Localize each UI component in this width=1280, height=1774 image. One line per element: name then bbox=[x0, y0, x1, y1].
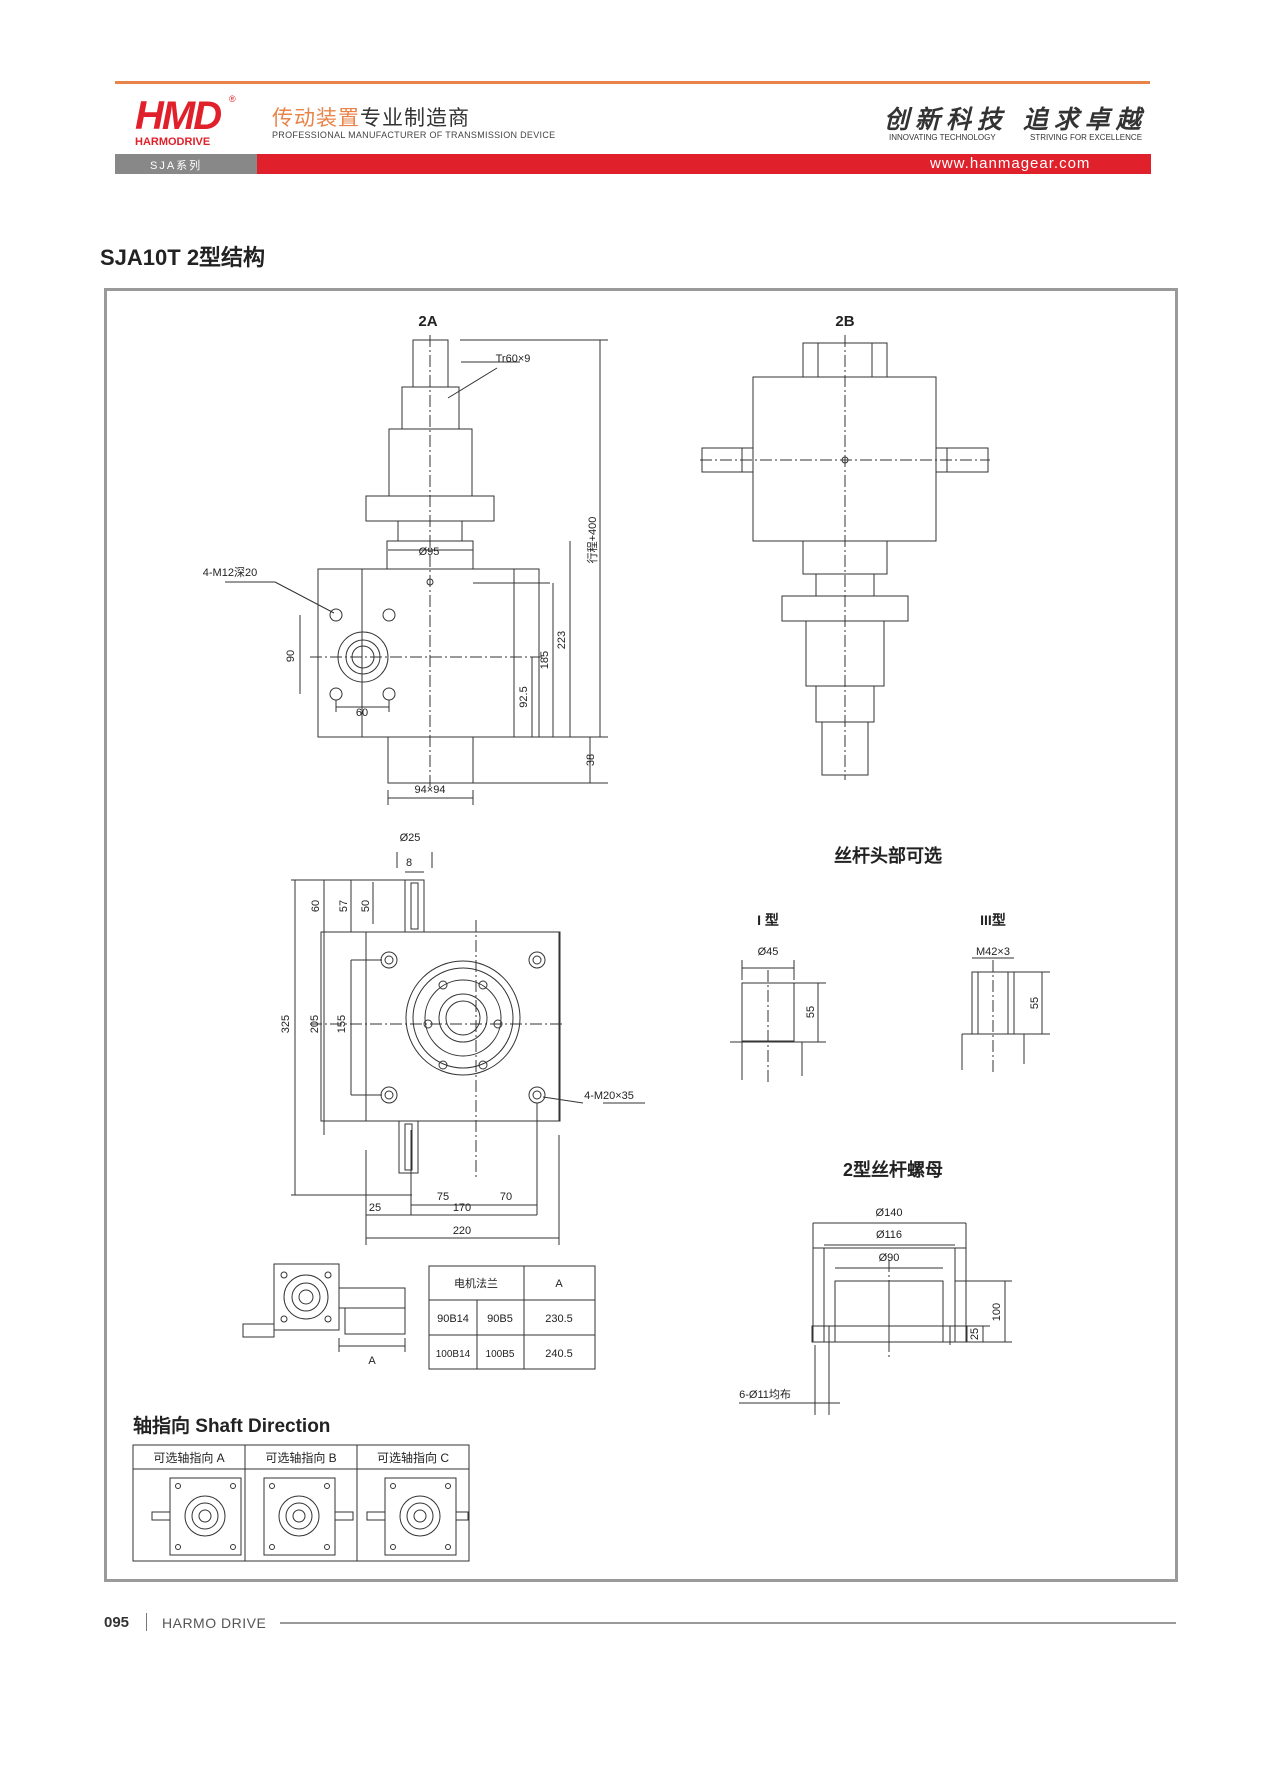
dim-50: 50 bbox=[360, 900, 372, 912]
nut-h25: 25 bbox=[969, 1328, 981, 1340]
registered-mark: ® bbox=[229, 94, 236, 104]
tagline-part-b: 专业制造商 bbox=[360, 107, 470, 130]
tagline-english: PROFESSIONAL MANUFACTURER OF TRANSMISSIO… bbox=[272, 130, 556, 140]
thread-label: Tr60×9 bbox=[496, 353, 531, 365]
shaft-dia-label: Ø25 bbox=[400, 832, 421, 844]
motto-english-1: INNOVATING TECHNOLOGY bbox=[889, 133, 996, 142]
nut-title: 2型丝杆螺母 bbox=[843, 1159, 943, 1180]
dim-220: 220 bbox=[453, 1225, 471, 1237]
dim-185: 185 bbox=[539, 651, 551, 669]
header-top-rule bbox=[115, 81, 1150, 84]
view-2a-title: 2A bbox=[418, 313, 437, 330]
drawing-frame bbox=[104, 288, 1178, 1582]
dim-170: 170 bbox=[453, 1202, 471, 1214]
motor-table: 电机法兰 A 90B14 90B5 230.5 100B14 100B5 240… bbox=[428, 1265, 596, 1370]
motor-table-header-a: A bbox=[555, 1278, 563, 1290]
motor-table-cell: 230.5 bbox=[545, 1313, 573, 1325]
page-number: 095 bbox=[104, 1614, 130, 1631]
harmodrive-logo: HMD HARMODRIVE ® bbox=[135, 94, 240, 148]
motor-table-cell: 90B14 bbox=[437, 1313, 469, 1325]
view-2a: 2A bbox=[203, 313, 608, 805]
screw-nut: 2型丝杆螺母 Ø140 Ø116 Ø90 100 25 6-Ø11均布 bbox=[739, 1159, 1012, 1415]
dim-90: 90 bbox=[285, 650, 297, 662]
plan-view: Ø25 8 60 57 50 325 205 155 4-M20×35 75 7… bbox=[280, 832, 645, 1245]
type-1-dia: Ø45 bbox=[758, 946, 779, 958]
screw-head-title: 丝杆头部可选 bbox=[834, 845, 942, 866]
type-3-label: III型 bbox=[980, 912, 1006, 928]
dim-70: 70 bbox=[500, 1191, 512, 1203]
website-bar bbox=[257, 154, 1151, 174]
logo-mark: HMD bbox=[135, 94, 222, 138]
motor-table-cell: 100B5 bbox=[486, 1349, 515, 1360]
series-bar bbox=[115, 154, 257, 174]
motor-table-cell: 100B14 bbox=[436, 1349, 471, 1360]
plan-holes-label: 4-M20×35 bbox=[584, 1090, 634, 1102]
motor-table-header-flange: 电机法兰 bbox=[454, 1276, 498, 1290]
motor-dim-a: A bbox=[368, 1355, 376, 1367]
dim-38: 38 bbox=[585, 754, 597, 766]
motto-english-2: STRIVING FOR EXCELLENCE bbox=[1030, 133, 1143, 142]
dim-92-5: 92.5 bbox=[518, 686, 530, 707]
tagline-part-a: 传动装置 bbox=[272, 107, 360, 130]
stroke-label: 行程+400 bbox=[586, 517, 599, 564]
dim-57: 57 bbox=[338, 900, 350, 912]
flange-dia-label: Ø95 bbox=[419, 546, 440, 558]
dim-60-plan: 60 bbox=[310, 900, 322, 912]
footer-rule bbox=[280, 1622, 1176, 1624]
shaft-direction-title: 轴指向 Shaft Direction bbox=[133, 1414, 330, 1437]
page-title: SJA10T 2型结构 bbox=[100, 245, 266, 270]
nut-d116: Ø116 bbox=[876, 1229, 902, 1241]
type-3-thread: M42×3 bbox=[976, 946, 1010, 958]
dim-325: 325 bbox=[280, 1015, 292, 1033]
shaft-direction: 轴指向 Shaft Direction 可选轴指向 A 可选轴指向 B 可选轴指… bbox=[132, 1414, 470, 1562]
dim-205: 205 bbox=[309, 1015, 321, 1033]
shaft-option-b: 可选轴指向 B bbox=[265, 1450, 336, 1465]
nut-d90: Ø90 bbox=[879, 1252, 900, 1264]
footer-brand: HARMO DRIVE bbox=[162, 1615, 267, 1631]
dim-25-plan: 25 bbox=[369, 1202, 381, 1214]
motor-flange-sketch: A bbox=[242, 1263, 406, 1367]
type-3-length: 55 bbox=[1029, 997, 1041, 1009]
website-link[interactable]: www.hanmagear.com bbox=[930, 155, 1091, 172]
shaft-option-a: 可选轴指向 A bbox=[153, 1450, 224, 1465]
footer-divider bbox=[146, 1613, 147, 1631]
type-1-label: I 型 bbox=[757, 912, 779, 928]
view-2b: 2B bbox=[700, 313, 990, 780]
view-2b-title: 2B bbox=[835, 313, 854, 330]
screw-head-options: 丝杆头部可选 I 型 III型 Ø45 55 M42×3 55 bbox=[730, 845, 1050, 1085]
logo-wordmark: HARMODRIVE bbox=[135, 136, 211, 148]
mount-holes-label: 4-M12深20 bbox=[203, 566, 257, 579]
nut-h100: 100 bbox=[991, 1303, 1003, 1321]
motor-table-cell: 90B5 bbox=[487, 1313, 513, 1325]
key-width-label: 8 bbox=[406, 857, 412, 869]
nut-d140: Ø140 bbox=[876, 1207, 903, 1219]
dim-223: 223 bbox=[556, 631, 568, 649]
shaft-option-c: 可选轴指向 C bbox=[377, 1450, 449, 1465]
dim-155: 155 bbox=[336, 1015, 348, 1033]
dim-60: 60 bbox=[356, 707, 368, 719]
dim-94x94: 94×94 bbox=[415, 784, 446, 796]
motor-table-cell: 240.5 bbox=[545, 1348, 573, 1360]
nut-holes-label: 6-Ø11均布 bbox=[739, 1388, 791, 1401]
tagline: 传动装置专业制造商 bbox=[272, 102, 470, 132]
dim-75: 75 bbox=[437, 1191, 449, 1203]
type-1-length: 55 bbox=[805, 1006, 817, 1018]
motto-chinese: 创新科技 追求卓越 bbox=[884, 105, 1147, 134]
series-label: SJA系列 bbox=[150, 160, 203, 172]
